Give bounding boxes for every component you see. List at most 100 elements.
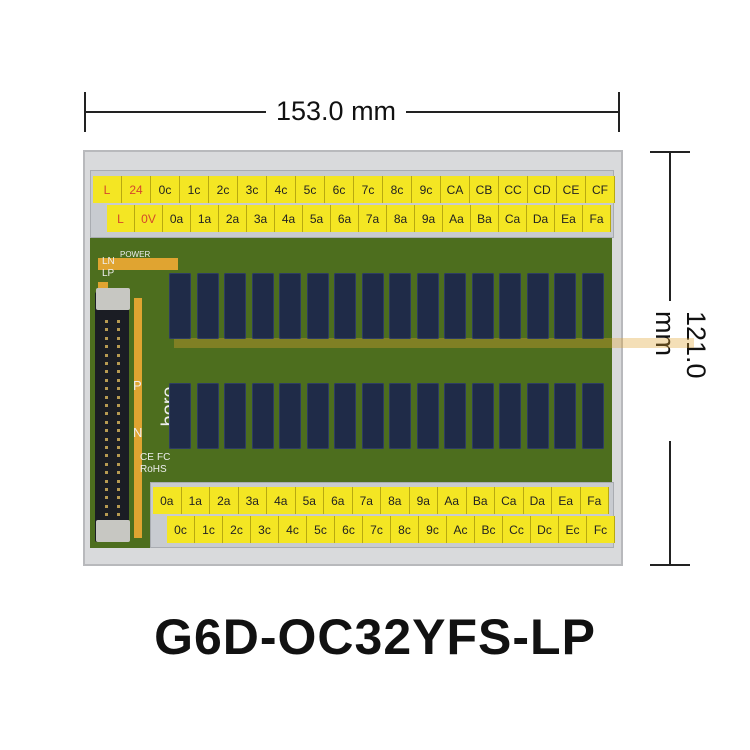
terminal-9a[interactable]: 9a bbox=[415, 205, 443, 232]
terminal-Aa[interactable]: Aa bbox=[443, 205, 471, 232]
connector-pin bbox=[117, 404, 120, 407]
connector-pin bbox=[117, 412, 120, 416]
terminal-2a[interactable]: 2a bbox=[210, 487, 239, 514]
relay bbox=[526, 273, 549, 339]
terminal-6c[interactable]: 6c bbox=[335, 516, 363, 543]
connector-pin bbox=[117, 429, 120, 433]
terminal-Ba[interactable]: Ba bbox=[466, 487, 495, 514]
terminal-24[interactable]: 24 bbox=[122, 176, 151, 203]
terminal-CA[interactable]: CA bbox=[441, 176, 470, 203]
connector-pin bbox=[105, 328, 108, 332]
terminal-Ba[interactable]: Ba bbox=[471, 205, 499, 232]
terminal-8a[interactable]: 8a bbox=[381, 487, 410, 514]
mounting-screw bbox=[96, 288, 130, 310]
terminal-8c[interactable]: 8c bbox=[383, 176, 412, 203]
terminal-Fa[interactable]: Fa bbox=[580, 487, 609, 514]
terminal-4c[interactable]: 4c bbox=[279, 516, 307, 543]
relay bbox=[554, 383, 576, 449]
connector-pin bbox=[117, 362, 120, 365]
terminal-Dc[interactable]: Dc bbox=[531, 516, 559, 543]
terminal-4a[interactable]: 4a bbox=[267, 487, 296, 514]
terminal-Ea[interactable]: Ea bbox=[555, 205, 583, 232]
terminal-5a[interactable]: 5a bbox=[295, 487, 324, 514]
terminal-L[interactable]: L bbox=[107, 205, 135, 232]
relay bbox=[169, 383, 191, 449]
connector-pin bbox=[105, 471, 108, 475]
terminal-9c[interactable]: 9c bbox=[412, 176, 441, 203]
height-dimension-label: 121.0 mm bbox=[649, 301, 711, 441]
terminal-9c[interactable]: 9c bbox=[419, 516, 447, 543]
terminal-7c[interactable]: 7c bbox=[363, 516, 391, 543]
idc-connector bbox=[95, 292, 129, 542]
connector-pin bbox=[117, 454, 120, 458]
terminal-3c[interactable]: 3c bbox=[251, 516, 279, 543]
terminal-1a[interactable]: 1a bbox=[181, 487, 210, 514]
terminal-9a[interactable]: 9a bbox=[409, 487, 438, 514]
terminal-CC[interactable]: CC bbox=[499, 176, 528, 203]
connector-pin bbox=[105, 336, 108, 340]
terminal-Fa[interactable]: Fa bbox=[583, 205, 611, 232]
terminal-Bc[interactable]: Bc bbox=[475, 516, 503, 543]
terminal-0c[interactable]: 0c bbox=[167, 516, 195, 543]
terminal-0c[interactable]: 0c bbox=[151, 176, 180, 203]
connector-pin bbox=[105, 446, 108, 449]
terminal-7a[interactable]: 7a bbox=[352, 487, 381, 514]
terminal-7c[interactable]: 7c bbox=[354, 176, 383, 203]
connector-pin bbox=[117, 446, 120, 449]
terminal-Ca[interactable]: Ca bbox=[495, 487, 524, 514]
connector-pin bbox=[117, 353, 120, 357]
terminal-6a[interactable]: 6a bbox=[331, 205, 359, 232]
terminal-Aa[interactable]: Aa bbox=[438, 487, 467, 514]
relay bbox=[334, 273, 356, 339]
terminal-Ac[interactable]: Ac bbox=[447, 516, 475, 543]
terminal-2c[interactable]: 2c bbox=[209, 176, 238, 203]
relay bbox=[251, 383, 274, 449]
terminal-CF[interactable]: CF bbox=[586, 176, 615, 203]
terminal-1a[interactable]: 1a bbox=[191, 205, 219, 232]
terminal-4c[interactable]: 4c bbox=[267, 176, 296, 203]
relay bbox=[224, 383, 246, 449]
terminal-Da[interactable]: Da bbox=[527, 205, 555, 232]
connector-pin bbox=[117, 395, 120, 399]
terminal-8a[interactable]: 8a bbox=[387, 205, 415, 232]
relay bbox=[169, 273, 191, 339]
terminal-Ea[interactable]: Ea bbox=[552, 487, 581, 514]
connector-pin bbox=[117, 488, 120, 491]
terminal-1c[interactable]: 1c bbox=[195, 516, 223, 543]
terminal-Da[interactable]: Da bbox=[523, 487, 552, 514]
terminal-5c[interactable]: 5c bbox=[296, 176, 325, 203]
terminal-Ec[interactable]: Ec bbox=[559, 516, 587, 543]
connector-pin bbox=[105, 496, 108, 500]
width-dimension-tick-right bbox=[618, 92, 620, 132]
terminal-6a[interactable]: 6a bbox=[324, 487, 353, 514]
terminal-3a[interactable]: 3a bbox=[247, 205, 275, 232]
terminal-3c[interactable]: 3c bbox=[238, 176, 267, 203]
terminal-CB[interactable]: CB bbox=[470, 176, 499, 203]
ce-mark: CE bbox=[140, 452, 154, 463]
connector-pin bbox=[105, 320, 108, 323]
pcb-label-ln: LN bbox=[102, 256, 115, 267]
terminal-Fc[interactable]: Fc bbox=[587, 516, 615, 543]
terminal-5a[interactable]: 5a bbox=[303, 205, 331, 232]
terminal-0V[interactable]: 0V bbox=[135, 205, 163, 232]
terminal-0a[interactable]: 0a bbox=[163, 205, 191, 232]
terminal-2c[interactable]: 2c bbox=[223, 516, 251, 543]
terminal-L[interactable]: L bbox=[93, 176, 122, 203]
terminal-0a[interactable]: 0a bbox=[153, 487, 182, 514]
terminal-CD[interactable]: CD bbox=[528, 176, 557, 203]
terminal-4a[interactable]: 4a bbox=[275, 205, 303, 232]
terminal-5c[interactable]: 5c bbox=[307, 516, 335, 543]
terminal-Ca[interactable]: Ca bbox=[499, 205, 527, 232]
terminal-3a[interactable]: 3a bbox=[238, 487, 267, 514]
terminal-7a[interactable]: 7a bbox=[359, 205, 387, 232]
connector-pin bbox=[117, 504, 120, 508]
terminal-6c[interactable]: 6c bbox=[325, 176, 354, 203]
relay bbox=[224, 273, 246, 339]
terminal-1c[interactable]: 1c bbox=[180, 176, 209, 203]
connector-pin bbox=[105, 513, 108, 517]
terminal-8c[interactable]: 8c bbox=[391, 516, 419, 543]
terminal-CE[interactable]: CE bbox=[557, 176, 586, 203]
terminal-Cc[interactable]: Cc bbox=[503, 516, 531, 543]
terminal-2a[interactable]: 2a bbox=[219, 205, 247, 232]
